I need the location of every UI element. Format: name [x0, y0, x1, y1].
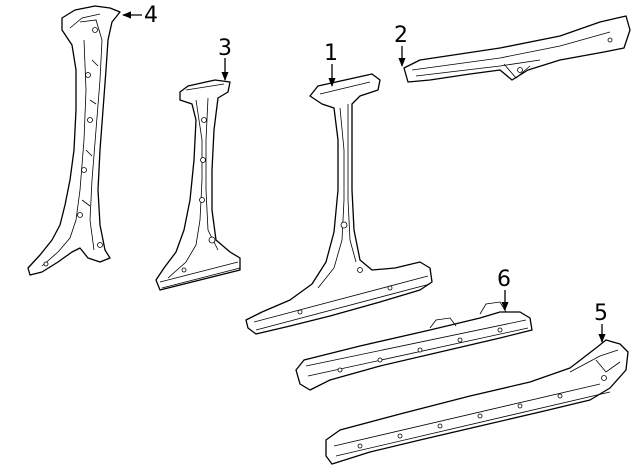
part-4-outer-pillar [27, 5, 121, 276]
callout-1: 1 [324, 41, 338, 66]
part-1-center-pillar [245, 73, 433, 335]
callout-5: 5 [594, 301, 608, 326]
callout-2: 2 [394, 23, 408, 48]
callout-6: 6 [497, 267, 511, 292]
callout-3: 3 [218, 36, 232, 61]
part-5-outer-rocker [325, 339, 629, 465]
part-3-inner-pillar [155, 79, 241, 291]
part-6-inner-rocker [295, 301, 533, 391]
part-2-roof-rail [403, 15, 631, 83]
callout-4: 4 [144, 3, 158, 28]
